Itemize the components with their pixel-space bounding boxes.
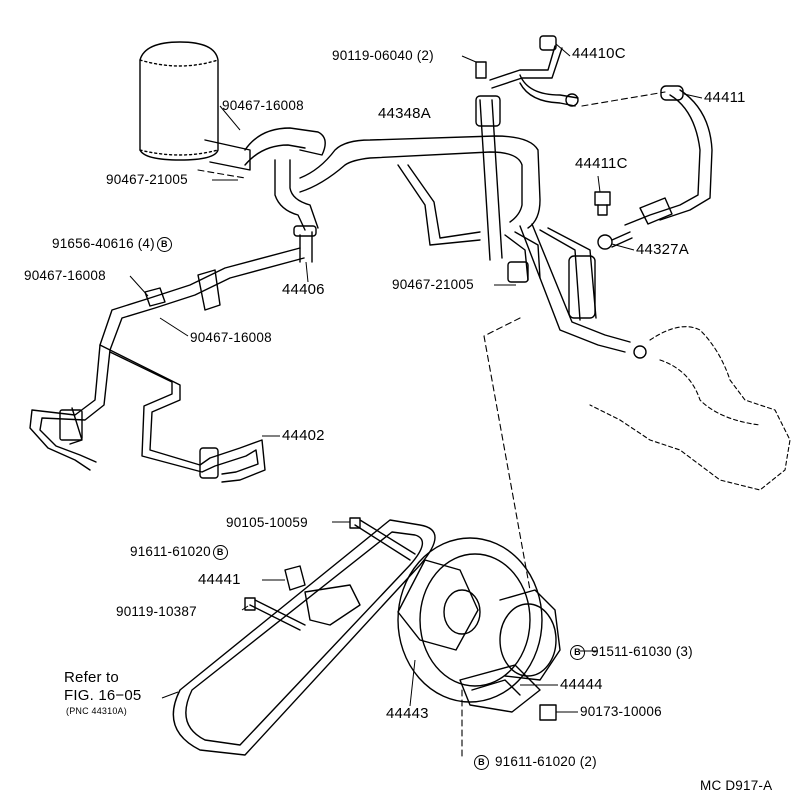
label-90467-21005-mid: 90467-21005	[392, 277, 474, 292]
bracket-44444	[459, 664, 541, 713]
label-90173-10006: 90173-10006	[580, 704, 662, 719]
bolt-mark-icon: B	[474, 754, 489, 770]
bracket-44441	[284, 565, 361, 626]
hose-44411	[597, 85, 713, 250]
refer-text-line3: (PNC 44310A)	[66, 706, 127, 716]
refer-text-line2: FIG. 16−05	[64, 687, 142, 704]
label-44348A: 44348A	[378, 105, 431, 122]
bolts-lower	[244, 517, 557, 721]
label-44444: 44444	[560, 676, 603, 693]
bolt-mark-icon: B	[156, 236, 172, 252]
label-44406: 44406	[282, 281, 325, 298]
label-90467-16008-mid: 90467-16008	[190, 330, 272, 345]
leader-lines	[197, 91, 666, 761]
diagram-code: MC D917-A	[700, 778, 773, 793]
pressure-tube-vertical	[397, 95, 541, 283]
bolt-mark-icon: B	[212, 544, 228, 560]
label-44411C: 44411C	[575, 155, 628, 172]
label-90119-10387: 90119-10387	[116, 604, 197, 619]
label-90119-06040: 90119-06040 (2)	[332, 48, 434, 63]
hose-44348A	[299, 135, 541, 229]
reservoir-tank	[139, 41, 251, 171]
label-90467-21005-top: 90467-21005	[106, 172, 188, 187]
label-91656-40616: 91656-40616 (4)B	[52, 236, 174, 252]
pump-pulley	[397, 537, 543, 703]
bolt-44411C	[594, 191, 611, 216]
label-91611-61020-bot: B 91611-61020 (2)	[472, 754, 597, 770]
label-90105-10059: 90105-10059	[226, 515, 308, 530]
label-44411: 44411	[704, 89, 746, 106]
refer-text-line1: Refer to	[64, 669, 119, 686]
label-44441: 44441	[198, 571, 241, 588]
drive-belt	[172, 519, 436, 756]
pressure-tube-44402	[29, 247, 305, 483]
cooler-tube-right	[519, 223, 647, 359]
label-90467-16008-top: 90467-16008	[222, 98, 304, 113]
label-90467-16008-left: 90467-16008	[24, 268, 106, 283]
label-44327A: 44327A	[636, 241, 689, 258]
bolt-mark-icon: B	[570, 644, 585, 660]
label-44402: 44402	[282, 427, 325, 444]
steering-gear-outline	[589, 326, 791, 491]
tube-44410C	[475, 35, 579, 107]
pump-body	[499, 589, 561, 681]
label-91511-61030: B 91511-61030 (3)	[568, 644, 693, 660]
label-44443: 44443	[386, 705, 429, 722]
label-44410C: 44410C	[572, 45, 626, 62]
hose-44406	[244, 127, 326, 263]
